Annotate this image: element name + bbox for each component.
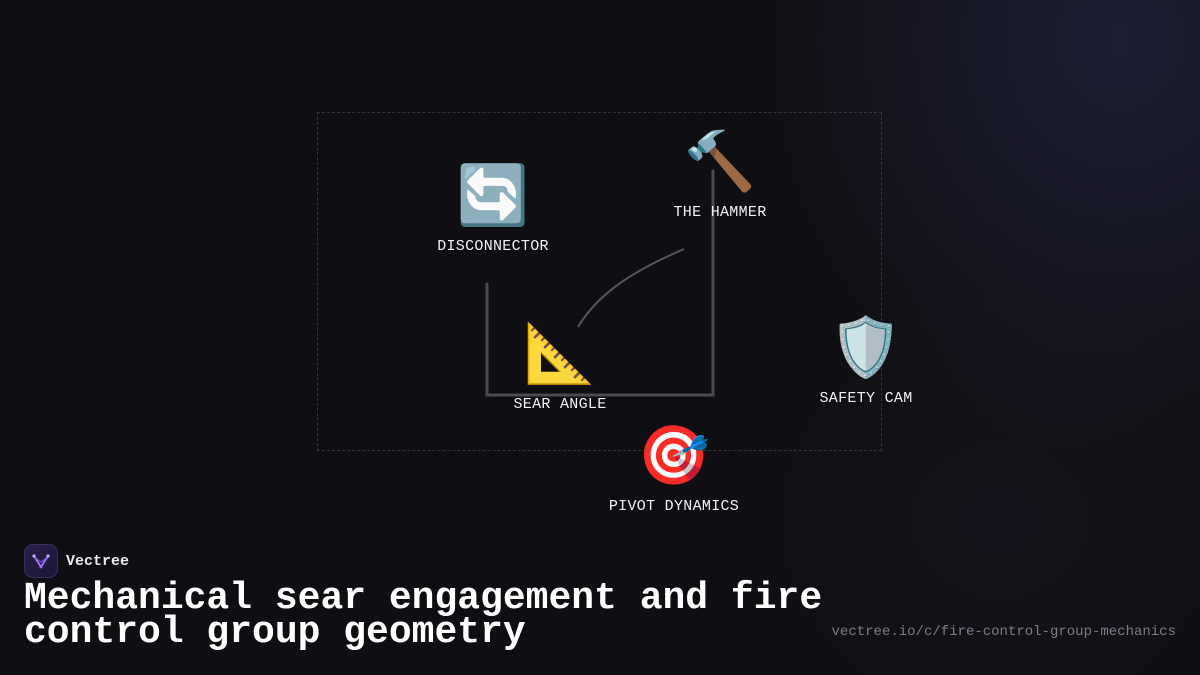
counterclockwise-arrows-icon: 🔄 [456,161,530,229]
node-disconnector[interactable]: 🔄 DISCONNECTOR [383,160,603,255]
target-icon: 🎯 [637,421,711,489]
triangular-ruler-icon: 📐 [523,319,597,387]
node-pivot-dynamics[interactable]: 🎯 PIVOT DYNAMICS [564,420,784,515]
brand[interactable]: Vectree [24,544,129,578]
node-label-safety-cam: SAFETY CAM [819,390,913,407]
connector-hammer-to-sear [577,248,685,328]
node-sear-angle[interactable]: 📐 SEAR ANGLE [450,318,670,413]
node-safety-cam[interactable]: 🛡️ SAFETY CAM [756,312,976,407]
node-label-pivot-dynamics: PIVOT DYNAMICS [608,498,740,515]
diagram-frame [317,112,882,451]
node-label-sear-angle: SEAR ANGLE [513,396,607,413]
shield-icon: 🛡️ [829,313,903,381]
node-label-hammer: THE HAMMER [673,204,767,221]
page-title: Mechanical sear engagement and fire cont… [24,577,823,654]
node-label-disconnector: DISCONNECTOR [437,238,549,255]
connector-disconnector-to-hammer [485,169,715,397]
hammer-icon: 🔨 [683,127,757,195]
node-hammer[interactable]: 🔨 THE HAMMER [610,126,830,221]
vectree-logo-icon [24,544,58,578]
source-url[interactable]: vectree.io/c/fire-control-group-mechanic… [831,624,1176,640]
brand-name: Vectree [66,552,130,570]
